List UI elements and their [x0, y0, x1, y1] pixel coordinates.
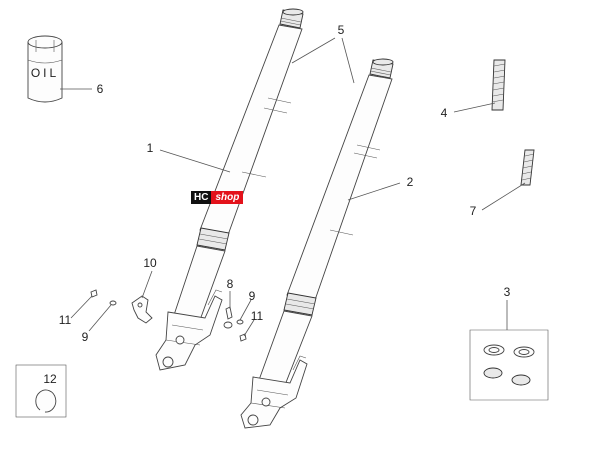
oil-can-part-6[interactable]: OIL	[27, 35, 63, 103]
callout-7: 7	[470, 204, 477, 218]
callout-11-left: 11	[59, 313, 72, 327]
spring-part-7[interactable]	[520, 149, 535, 186]
fork-leg-part-2[interactable]	[240, 58, 394, 429]
callout-1: 1	[147, 141, 154, 155]
callout-11-right: 11	[251, 309, 264, 323]
leader-lines	[60, 37, 526, 337]
callout-9-right: 9	[249, 289, 256, 303]
callout-3: 3	[504, 285, 511, 299]
watermark-shop: shop	[211, 191, 244, 204]
bracket-part-10[interactable]	[131, 295, 153, 324]
callout-6: 6	[97, 82, 104, 96]
callout-9-left: 9	[82, 330, 89, 344]
circlip-part-12[interactable]	[15, 364, 67, 418]
seal-kit-part-3[interactable]	[469, 329, 549, 401]
callout-labels: 5 1 2 4 7 6 3 10 8 9 11 11 9 12	[43, 23, 510, 386]
callout-4: 4	[441, 106, 448, 120]
spring-part-4[interactable]	[491, 59, 506, 111]
callout-5: 5	[338, 23, 345, 37]
callout-12: 12	[43, 372, 57, 386]
watermark-hc: HC	[191, 191, 212, 204]
callout-8: 8	[227, 277, 234, 291]
fork-leg-part-1[interactable]	[155, 8, 304, 371]
callout-2: 2	[407, 175, 414, 189]
oil-can-label: OIL	[31, 66, 59, 80]
hcshop-watermark: HC shop	[191, 191, 244, 204]
callout-10: 10	[143, 256, 157, 270]
